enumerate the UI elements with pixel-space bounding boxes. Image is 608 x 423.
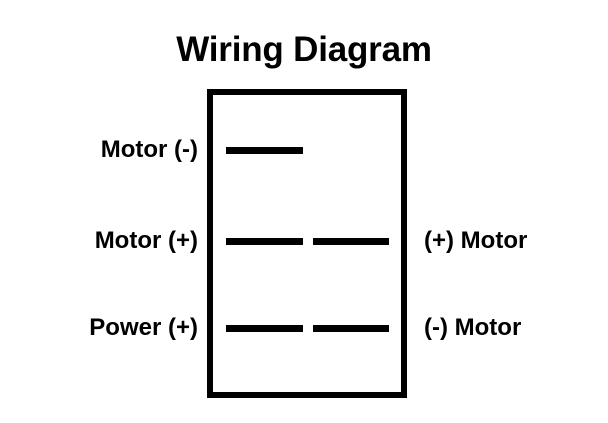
terminal-bar-right-row-2: [313, 238, 389, 245]
label-right-row-3: (-) Motor: [424, 314, 522, 341]
label-left-row-2: Motor (+): [94, 227, 198, 254]
label-left-row-3: Power (+): [89, 314, 198, 341]
label-right-row-2: (+) Motor: [424, 227, 528, 254]
label-left-row-1: Motor (-): [100, 136, 198, 163]
terminal-bar-left-row-3: [226, 325, 303, 332]
terminal-bar-right-row-3: [313, 325, 389, 332]
terminal-bar-left-row-2: [226, 238, 303, 245]
terminal-row: [207, 325, 407, 332]
terminal-row: [207, 238, 407, 245]
terminal-bar-left-row-1: [226, 147, 303, 154]
page-title: Wiring Diagram: [176, 30, 432, 69]
terminal-row: [207, 147, 407, 154]
